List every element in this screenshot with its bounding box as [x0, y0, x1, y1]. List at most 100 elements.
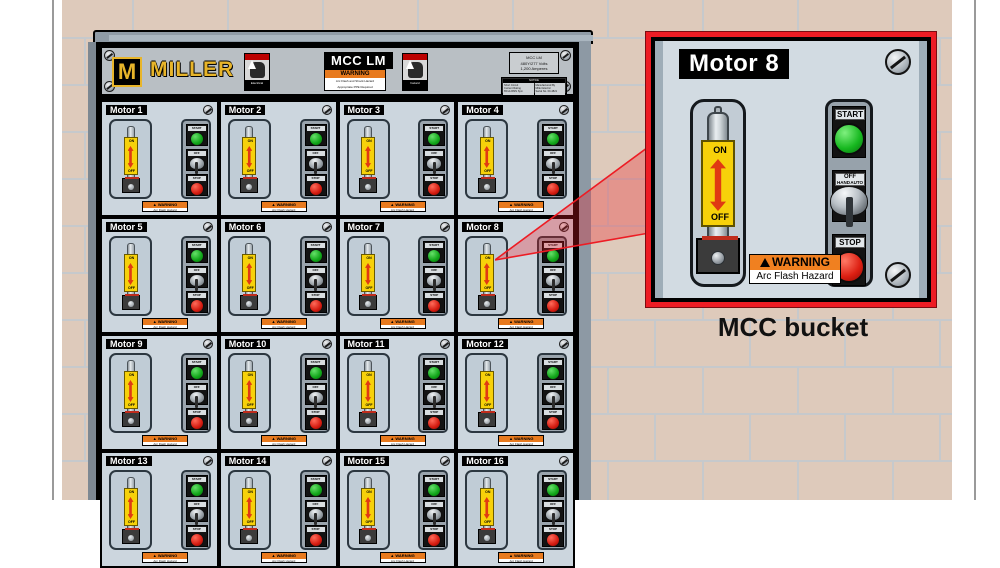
- stop-button-red[interactable]: [427, 182, 442, 196]
- stop-pushbutton[interactable]: STOP: [185, 408, 208, 430]
- selector-knob-icon[interactable]: [426, 391, 443, 408]
- hand-off-auto-selector[interactable]: OFF: [542, 266, 564, 291]
- bucket-screw[interactable]: [202, 222, 213, 232]
- detail-start-pushbutton[interactable]: START: [832, 106, 866, 158]
- handle-lockout-base[interactable]: [359, 411, 377, 427]
- handle-lockout-base[interactable]: [121, 411, 140, 427]
- start-button-green[interactable]: [189, 366, 204, 380]
- bucket-screw[interactable]: [321, 222, 332, 232]
- start-button-green[interactable]: [833, 123, 865, 155]
- start-button-green[interactable]: [546, 366, 560, 380]
- stop-button-red[interactable]: [189, 182, 204, 196]
- bucket-screw[interactable]: [559, 339, 569, 349]
- stop-pushbutton[interactable]: STOP: [542, 525, 564, 547]
- stop-button-red[interactable]: [189, 299, 204, 313]
- detail-screw-top-right[interactable]: [885, 49, 911, 75]
- handle-lockout-base[interactable]: [240, 528, 259, 544]
- handle-lockout-base[interactable]: [359, 528, 377, 544]
- stop-pushbutton[interactable]: STOP: [542, 408, 564, 430]
- stop-pushbutton[interactable]: STOP: [423, 291, 446, 313]
- stop-pushbutton[interactable]: STOP: [423, 174, 446, 196]
- start-pushbutton[interactable]: START: [423, 241, 446, 263]
- stop-button-red[interactable]: [308, 416, 323, 430]
- start-button-green[interactable]: [427, 132, 442, 146]
- handle-lockout-base[interactable]: [359, 294, 377, 310]
- hand-off-auto-selector[interactable]: OFF: [423, 383, 446, 408]
- selector-knob-icon[interactable]: [426, 508, 443, 525]
- detail-screw-bottom-right[interactable]: [885, 262, 911, 288]
- stop-button-red[interactable]: [546, 533, 560, 547]
- selector-knob-icon[interactable]: [188, 508, 205, 525]
- start-button-green[interactable]: [308, 483, 323, 497]
- start-pushbutton[interactable]: START: [185, 475, 208, 497]
- selector-knob-icon[interactable]: [188, 391, 205, 408]
- stop-button-red[interactable]: [427, 299, 442, 313]
- start-pushbutton[interactable]: START: [542, 475, 564, 497]
- hand-off-auto-selector[interactable]: OFF: [304, 383, 327, 408]
- handle-lockout-base[interactable]: [240, 294, 259, 310]
- handle-lockout-base[interactable]: [121, 177, 140, 193]
- header-screw-top-right[interactable]: [560, 50, 571, 61]
- hand-off-auto-selector[interactable]: OFF: [304, 266, 327, 291]
- selector-knob-icon[interactable]: [830, 186, 868, 227]
- hand-off-auto-selector[interactable]: OFF: [304, 149, 327, 174]
- stop-button-red[interactable]: [427, 533, 442, 547]
- handle-lockout-base[interactable]: [477, 411, 496, 427]
- hand-off-auto-selector[interactable]: OFF: [542, 500, 564, 525]
- selector-knob-icon[interactable]: [545, 391, 561, 408]
- selector-knob-icon[interactable]: [188, 274, 205, 291]
- hand-off-auto-selector[interactable]: OFF: [423, 149, 446, 174]
- stop-button-red[interactable]: [189, 533, 204, 547]
- start-button-green[interactable]: [189, 483, 204, 497]
- start-pushbutton[interactable]: START: [423, 475, 446, 497]
- start-button-green[interactable]: [189, 132, 204, 146]
- handle-lockout-base[interactable]: [121, 528, 140, 544]
- hand-off-auto-selector[interactable]: OFF: [185, 266, 208, 291]
- stop-button-red[interactable]: [427, 416, 442, 430]
- start-pushbutton[interactable]: START: [423, 358, 446, 380]
- stop-pushbutton[interactable]: STOP: [185, 525, 208, 547]
- bucket-screw[interactable]: [440, 105, 451, 115]
- stop-button-red[interactable]: [308, 299, 323, 313]
- bucket-screw[interactable]: [440, 456, 451, 466]
- stop-button-red[interactable]: [546, 299, 560, 313]
- hand-off-auto-selector[interactable]: OFF: [185, 500, 208, 525]
- hand-off-auto-selector[interactable]: OFF: [423, 266, 446, 291]
- bucket-screw[interactable]: [559, 105, 569, 115]
- selector-knob-icon[interactable]: [307, 391, 324, 408]
- start-pushbutton[interactable]: START: [542, 358, 564, 380]
- start-pushbutton[interactable]: START: [185, 124, 208, 146]
- selector-knob-icon[interactable]: [188, 157, 205, 174]
- start-pushbutton[interactable]: START: [185, 241, 208, 263]
- detail-disconnect-handle-assembly[interactable]: ON OFF: [690, 99, 746, 287]
- stop-pushbutton[interactable]: STOP: [304, 408, 327, 430]
- handle-lockout-base[interactable]: [240, 177, 259, 193]
- start-pushbutton[interactable]: START: [304, 241, 327, 263]
- selector-knob-icon[interactable]: [307, 157, 324, 174]
- stop-button-red[interactable]: [546, 182, 560, 196]
- stop-pushbutton[interactable]: STOP: [304, 525, 327, 547]
- hand-off-auto-selector[interactable]: OFF: [423, 500, 446, 525]
- start-pushbutton[interactable]: START: [542, 124, 564, 146]
- handle-lockout-base[interactable]: [121, 294, 140, 310]
